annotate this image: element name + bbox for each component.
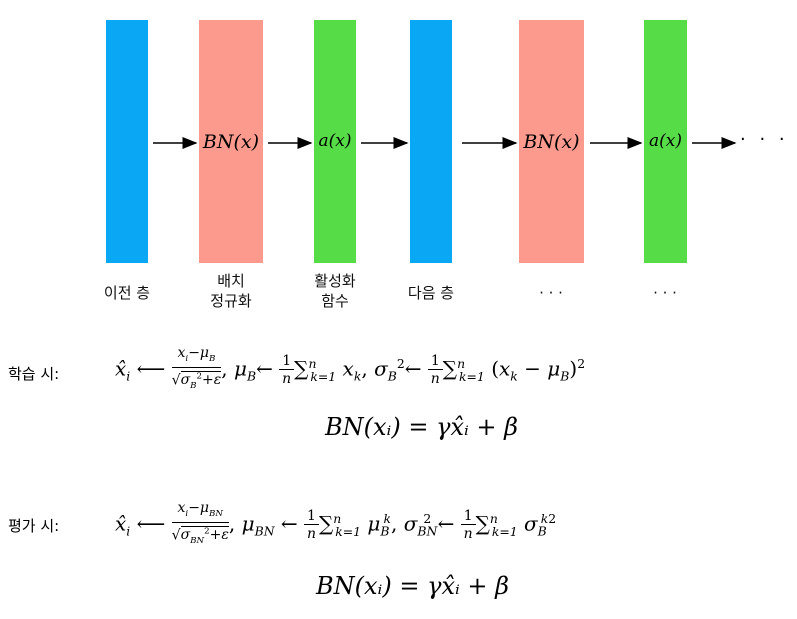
label-act-line2: 함수	[321, 292, 349, 310]
train-bn-equation: BN(xᵢ) = γx̂ᵢ + β	[325, 413, 519, 441]
eval-bn-equation: BN(xᵢ) = γx̂ᵢ + β	[316, 572, 510, 600]
label-bn-line1: 배치	[217, 272, 245, 290]
label-prev-layer: 이전 층	[103, 284, 151, 302]
label-bn-line2: 정규화	[210, 292, 252, 310]
prev-layer-block	[106, 20, 148, 263]
label-act-line1: 활성화	[314, 272, 356, 290]
next-layer-block	[410, 20, 452, 263]
activation-block-1	[314, 20, 356, 263]
label-next-layer: 다음 층	[407, 284, 455, 302]
bn-block-1	[199, 20, 263, 263]
label-dots-2: · · ·	[653, 284, 677, 302]
bn-text-2: BN(x)	[523, 131, 580, 153]
bn-text-1: BN(x)	[202, 131, 260, 153]
eval-label: 평가 시:	[8, 517, 60, 535]
activation-text-2: a(x)	[649, 131, 682, 151]
activation-block-2	[644, 20, 687, 263]
label-dots-1: · · ·	[539, 284, 563, 302]
bn-block-2	[519, 20, 584, 263]
train-label: 학습 시:	[8, 365, 60, 383]
activation-text-1: a(x)	[318, 131, 352, 151]
trailing-dots: · · ·	[740, 129, 789, 150]
